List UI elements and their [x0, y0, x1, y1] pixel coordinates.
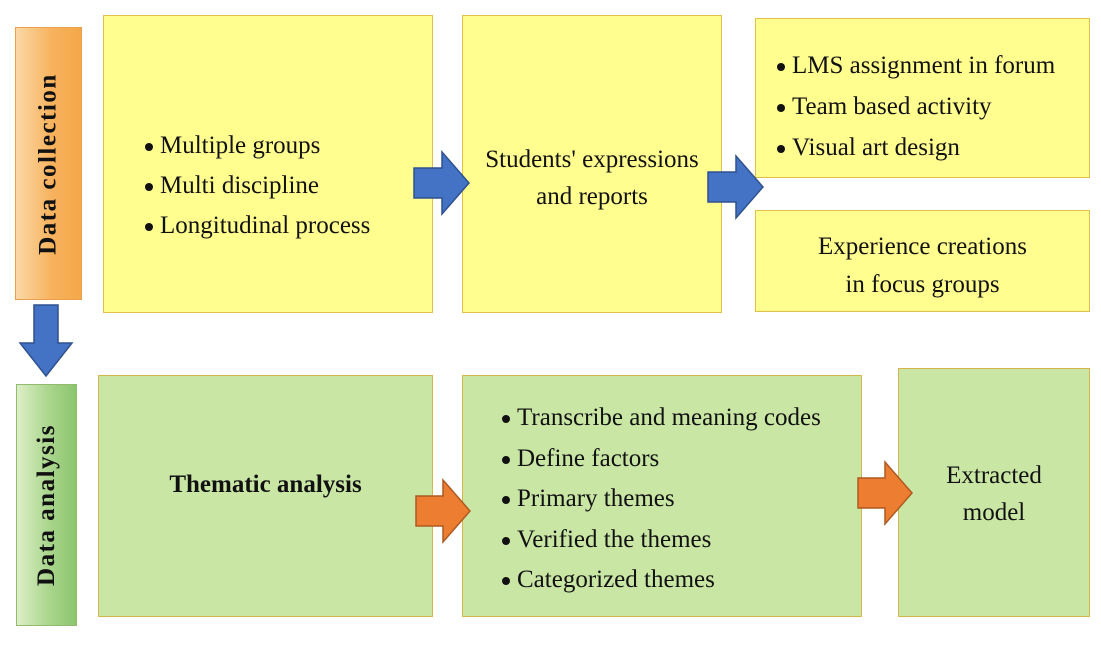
- analysis-steps-box: Transcribe and meaning codes Define fact…: [462, 375, 862, 617]
- extracted-line: model: [962, 499, 1026, 526]
- step-item: Transcribe and meaning codes: [501, 398, 821, 439]
- data-collection-text: Data collection: [34, 72, 62, 255]
- step-item: Categorized themes: [501, 560, 821, 601]
- extracted-line: Extracted: [946, 462, 1042, 489]
- sources-list: Multiple groups Multi discipline Longitu…: [144, 126, 370, 246]
- down-arrow-icon: [18, 304, 74, 378]
- right-arrow-icon: [415, 477, 471, 545]
- activity-item: LMS assignment in forum: [776, 45, 1055, 86]
- step-item: Primary themes: [501, 479, 821, 520]
- activities-list: LMS assignment in forum Team based activ…: [776, 45, 1055, 168]
- focus-groups-text: Experience creations in focus groups: [756, 228, 1089, 304]
- students-box: Students' expressions and reports: [462, 15, 722, 313]
- step-item: Define factors: [501, 439, 821, 480]
- focus-line: Experience creations: [818, 233, 1027, 260]
- activities-box: LMS assignment in forum Team based activ…: [755, 18, 1090, 178]
- activity-item: Team based activity: [776, 86, 1055, 127]
- activity-item: Visual art design: [776, 127, 1055, 168]
- source-item: Multiple groups: [144, 126, 370, 166]
- students-line: Students' expressions: [485, 146, 699, 173]
- data-analysis-label: Data analysis: [16, 384, 77, 626]
- right-arrow-icon: [413, 149, 470, 217]
- source-item: Multi discipline: [144, 166, 370, 206]
- thematic-analysis-text: Thematic analysis: [169, 471, 362, 498]
- extracted-model-text: Extracted model: [899, 457, 1089, 531]
- extracted-model-box: Extracted model: [898, 368, 1090, 617]
- focus-line: in focus groups: [845, 271, 1000, 298]
- data-collection-label: Data collection: [15, 27, 82, 300]
- sources-box: Multiple groups Multi discipline Longitu…: [103, 15, 433, 313]
- right-arrow-icon: [707, 153, 764, 221]
- right-arrow-icon: [857, 459, 913, 527]
- data-analysis-text: Data analysis: [32, 424, 60, 586]
- source-item: Longitudinal process: [144, 206, 370, 246]
- analysis-steps-list: Transcribe and meaning codes Define fact…: [501, 398, 821, 601]
- step-item: Verified the themes: [501, 520, 821, 561]
- students-text: Students' expressions and reports: [463, 141, 721, 215]
- focus-groups-box: Experience creations in focus groups: [755, 210, 1090, 312]
- students-line: and reports: [536, 183, 648, 210]
- thematic-analysis-box: Thematic analysis: [98, 375, 433, 617]
